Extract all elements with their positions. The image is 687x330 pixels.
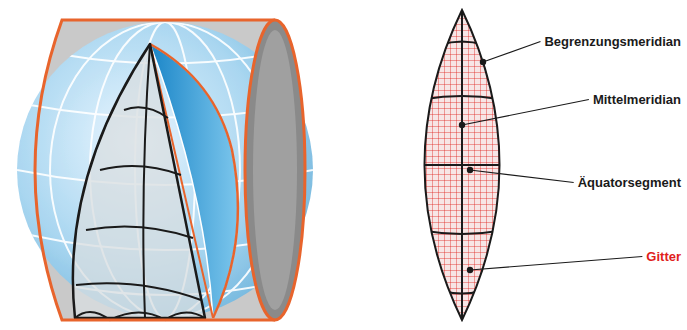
- part-label: Mittelmeridian: [593, 92, 681, 107]
- leader-line: [483, 42, 540, 63]
- part-label: Gitter: [646, 249, 681, 264]
- leader-line: [462, 100, 589, 126]
- leader-line: [470, 170, 574, 183]
- part-label: Begrenzungsmeridian: [544, 34, 681, 49]
- part-label: Äquatorsegment: [578, 175, 681, 190]
- leader-line: [470, 257, 642, 271]
